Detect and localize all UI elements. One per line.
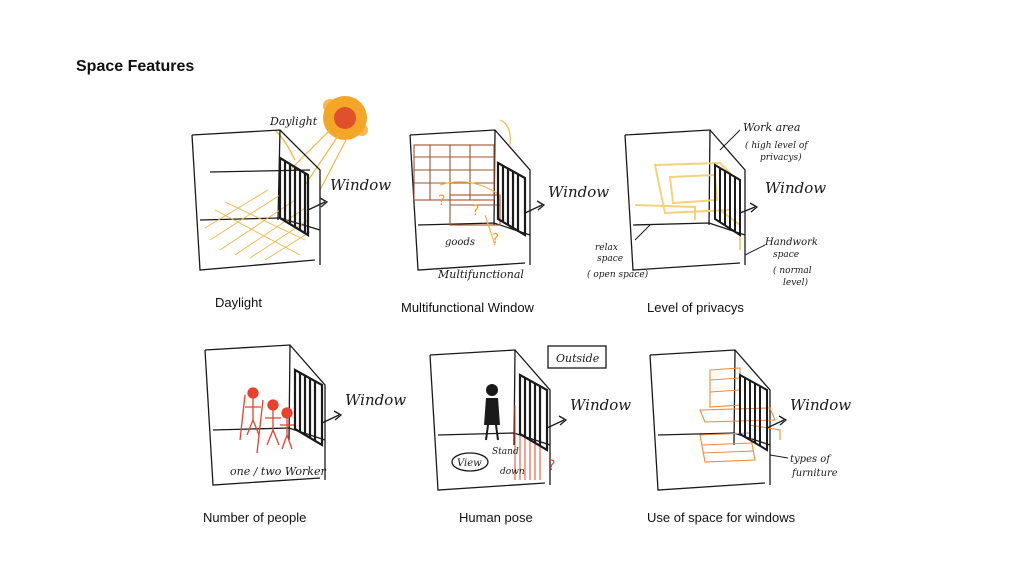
page-title: Space Features bbox=[76, 58, 195, 75]
outside-label: Outside bbox=[556, 352, 600, 365]
view-label: View bbox=[457, 458, 482, 469]
handwork-label-3: ( normal bbox=[773, 265, 812, 276]
sketch-use-of-space: Window types of furniture bbox=[649, 349, 851, 491]
furniture-label-2: furniture bbox=[791, 468, 838, 479]
svg-text:?: ? bbox=[492, 232, 499, 247]
caption-multifunctional-window: Multifunctional Window bbox=[401, 300, 534, 315]
sketch-privacy: Window Work area ( high level of privacy… bbox=[587, 121, 826, 288]
window-label: Window bbox=[765, 179, 826, 197]
furniture-label: types of bbox=[790, 454, 832, 465]
goods-label: goods bbox=[445, 237, 475, 248]
svg-text:?: ? bbox=[438, 193, 445, 209]
handwork-label: Handwork bbox=[764, 237, 818, 248]
relax-label: relax bbox=[595, 243, 618, 253]
down-label: down bbox=[500, 467, 525, 477]
caption-number-of-people: Number of people bbox=[203, 510, 307, 525]
caption-daylight: Daylight bbox=[215, 295, 262, 310]
workers-label: one / two Worker bbox=[230, 465, 326, 478]
window-grille-icon bbox=[278, 156, 310, 237]
window-label: Window bbox=[548, 183, 609, 201]
sketch-multifunctional: ? ? ? Window goods Multifunctional bbox=[409, 119, 609, 281]
caption-use-of-space-for-windows: Use of space for windows bbox=[647, 510, 796, 525]
work-area-label: Work area bbox=[743, 121, 801, 134]
daylight-label: Daylight bbox=[269, 115, 318, 128]
window-label: Window bbox=[790, 396, 851, 414]
high-privacy-label: ( high level of bbox=[745, 140, 809, 151]
person-icon bbox=[484, 384, 500, 441]
relax-label-3: ( open space) bbox=[587, 269, 649, 280]
multifunctional-label: Multifunctional bbox=[437, 268, 524, 281]
window-grille-icon bbox=[518, 373, 549, 452]
sketch-people: Window one / two Worker bbox=[204, 344, 406, 486]
window-grille-icon bbox=[496, 161, 527, 237]
handwork-label-4: level) bbox=[783, 277, 808, 288]
sketch-human-pose: Window Outside View Stand down ? bbox=[429, 345, 631, 491]
sketch-daylight: Daylight Window bbox=[191, 96, 391, 271]
window-label: Window bbox=[345, 391, 406, 409]
handwork-label-2: space bbox=[773, 250, 799, 260]
svg-text:?: ? bbox=[548, 458, 555, 474]
window-grille-icon bbox=[293, 368, 324, 447]
window-label: Window bbox=[330, 176, 391, 194]
window-grille-icon bbox=[714, 163, 741, 237]
window-grille-icon bbox=[739, 373, 768, 452]
stand-label: Stand bbox=[492, 447, 519, 457]
window-label: Window bbox=[570, 396, 631, 414]
caption-human-pose: Human pose bbox=[459, 510, 533, 525]
people-icon bbox=[239, 387, 294, 454]
high-privacy-label-2: privacys) bbox=[760, 152, 802, 163]
caption-level-of-privacys: Level of privacys bbox=[647, 300, 744, 315]
sun-icon bbox=[323, 96, 368, 140]
svg-text:?: ? bbox=[472, 203, 479, 219]
relax-label-2: space bbox=[597, 254, 623, 264]
